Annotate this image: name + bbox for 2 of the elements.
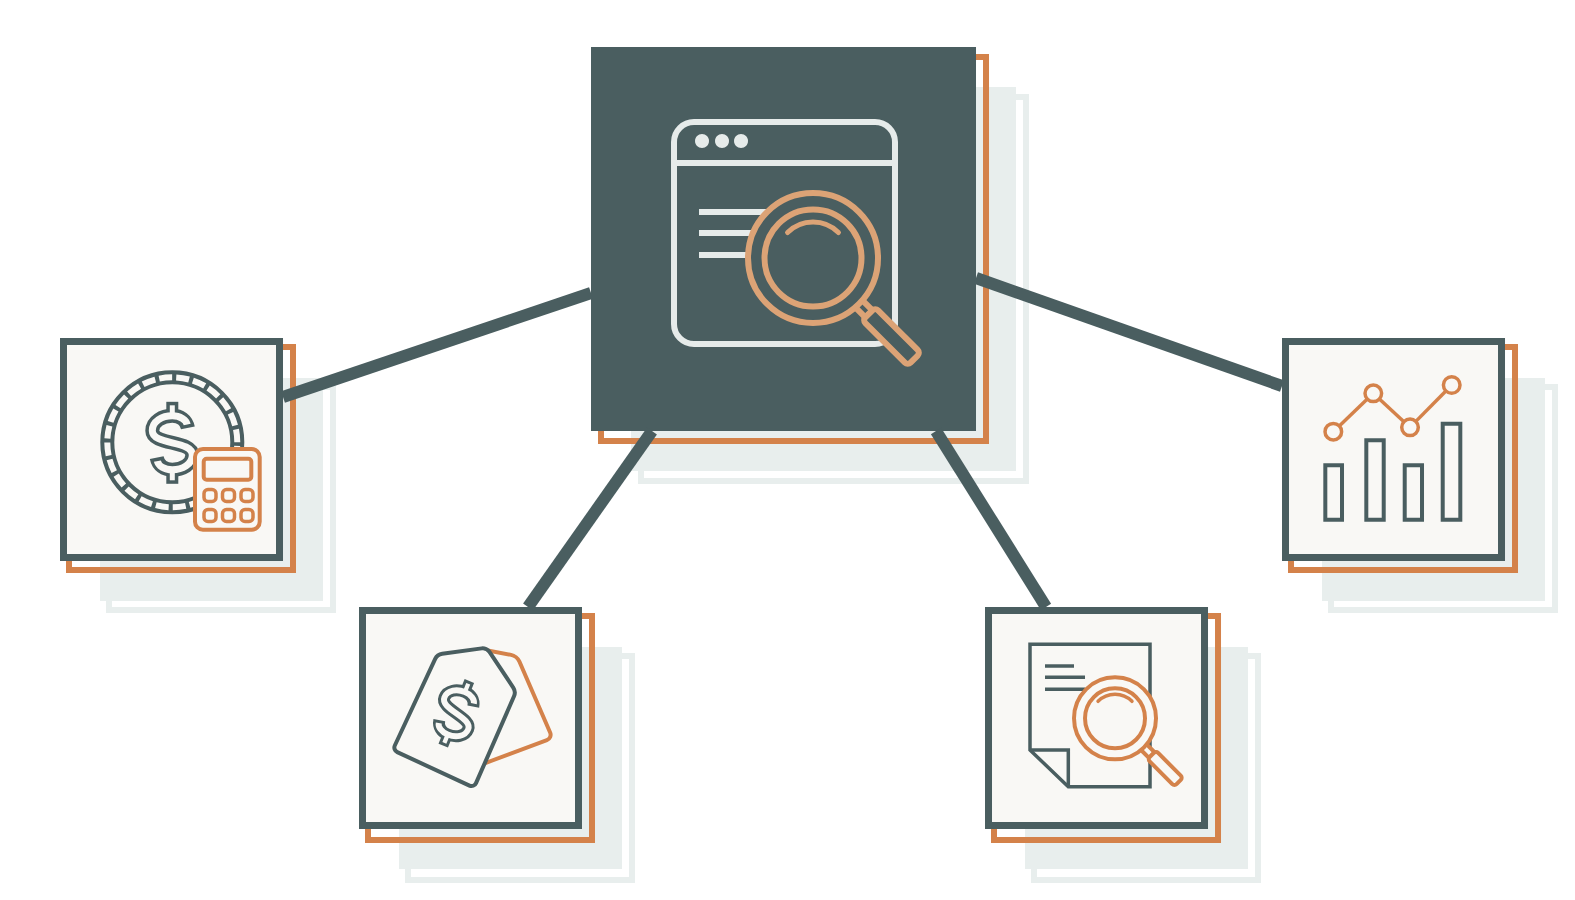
connector-line xyxy=(974,272,1284,392)
connector-line xyxy=(281,287,593,403)
